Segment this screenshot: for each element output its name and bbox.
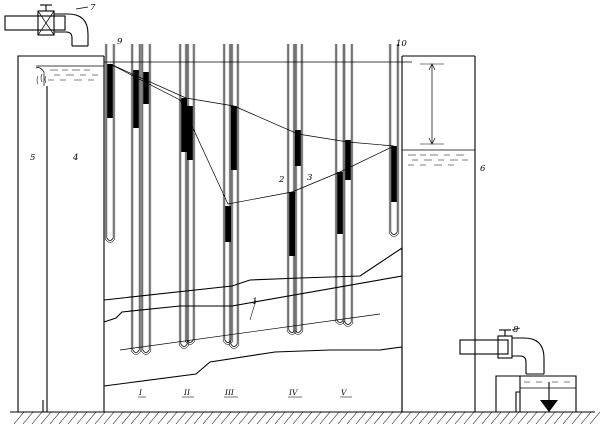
water-column: [391, 146, 397, 202]
section-mark-2: II: [182, 388, 194, 398]
piezometer-tube: [228, 44, 240, 349]
labels: 1 2 3 4 5 6 7 8 9 10: [30, 3, 519, 335]
water-column: [187, 106, 193, 160]
outlet-valve: [459, 327, 545, 375]
section-mark-1: I: [138, 388, 146, 398]
piezometer-tube: [286, 44, 298, 335]
label-8: 8: [513, 325, 519, 335]
label-3: 3: [307, 173, 312, 183]
piezometer-array: [104, 44, 400, 355]
label-10: 10: [396, 39, 407, 49]
measuring-vessel: [495, 375, 577, 412]
piezometer-tube: [342, 44, 354, 327]
piezometer-tube: [292, 44, 304, 335]
water-column: [345, 140, 351, 180]
section-mark-5: V: [340, 388, 352, 398]
section-mark-3: III: [224, 388, 238, 398]
label-5: 5: [30, 153, 35, 163]
supply-tank: [17, 55, 105, 412]
supply-valve: [4, 4, 89, 47]
svg-text:II: II: [183, 388, 191, 397]
piezometer-tube: [104, 44, 116, 243]
piezometer-tube: [130, 44, 142, 355]
outlet-tank: [401, 55, 476, 412]
label-9: 9: [117, 37, 123, 47]
piezometric-lines: [104, 61, 412, 205]
piezometer-tube: [222, 44, 234, 345]
label-7: 7: [90, 3, 96, 13]
label-6: 6: [480, 164, 486, 174]
label-2: 2: [278, 175, 284, 185]
svg-text:IV: IV: [288, 388, 299, 397]
water-column: [143, 72, 149, 104]
piezometer-tube: [388, 44, 400, 237]
svg-text:V: V: [341, 388, 348, 397]
section-marks: I II III IV V: [138, 388, 352, 398]
water-column: [133, 70, 139, 128]
water-column: [231, 106, 237, 170]
water-column: [289, 192, 295, 256]
ground-hatching: [10, 411, 600, 425]
section-mark-4: IV: [288, 388, 302, 398]
water-column: [295, 130, 301, 166]
piezometer-tube: [178, 44, 190, 349]
water-column: [107, 64, 113, 118]
piezometer-tube: [184, 44, 196, 345]
piezometer-tube: [140, 44, 152, 355]
soil-boundaries: [103, 246, 403, 412]
water-column: [225, 206, 231, 242]
label-4: 4: [72, 153, 78, 163]
svg-text:III: III: [224, 388, 235, 397]
label-1: 1: [252, 297, 257, 307]
water-column: [181, 98, 187, 152]
water-column: [337, 172, 343, 234]
svg-text:I: I: [138, 388, 143, 397]
